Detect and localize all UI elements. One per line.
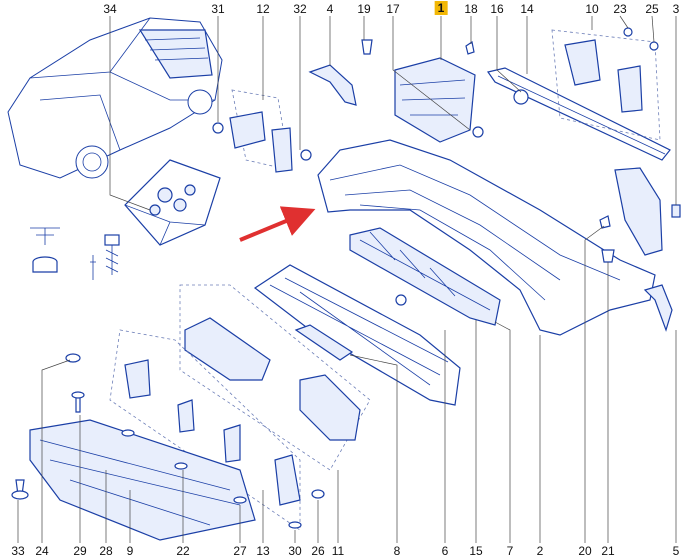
callout-12: 12	[256, 2, 270, 16]
part-11-housings	[179, 284, 371, 471]
part-20-fastener	[599, 215, 611, 229]
callout-26: 26	[311, 544, 325, 558]
rear-bumper-cover	[317, 139, 663, 336]
underbody-panels	[29, 329, 301, 541]
callout-28: 28	[99, 544, 113, 558]
callout-16: 16	[490, 2, 504, 16]
callout-22: 22	[176, 544, 190, 558]
part-15-brackets	[349, 227, 501, 326]
callout-20: 20	[578, 544, 592, 558]
callout-34: 34	[103, 2, 117, 16]
callout-32: 32	[293, 2, 307, 16]
callout-23: 23	[613, 2, 627, 16]
part-4-bracket	[308, 64, 357, 106]
callout-4: 4	[326, 2, 334, 16]
callout-17: 17	[386, 2, 400, 16]
callout-31: 31	[211, 2, 225, 16]
callout-6: 6	[441, 544, 449, 558]
callout-5: 5	[672, 544, 680, 558]
bottom-leader-lines	[17, 225, 677, 543]
callout-24: 24	[35, 544, 49, 558]
callout-33: 33	[11, 544, 25, 558]
callout-7: 7	[506, 544, 514, 558]
callout-19: 19	[357, 2, 371, 16]
callout-21: 21	[601, 544, 615, 558]
part-8-diffuser	[253, 264, 461, 406]
vehicle-outline	[7, 17, 223, 179]
rear-section-highlight	[138, 29, 213, 79]
callout-9: 9	[126, 544, 134, 558]
bracket-group-12	[212, 89, 312, 173]
callout-27: 27	[233, 544, 247, 558]
callout-1-highlighted[interactable]: 1	[434, 1, 448, 15]
callout-30: 30	[288, 544, 302, 558]
callout-11: 11	[331, 544, 345, 558]
callout-29: 29	[73, 544, 87, 558]
callout-8: 8	[393, 544, 401, 558]
callout-2: 2	[536, 544, 544, 558]
fastener-kit-box	[124, 159, 221, 246]
part-5-trim	[643, 284, 673, 332]
callout-25: 25	[645, 2, 659, 16]
callout-10: 10	[585, 2, 599, 16]
callout-13: 13	[256, 544, 270, 558]
part-21-fastener	[601, 249, 615, 263]
callout-15: 15	[469, 544, 483, 558]
part-1-bracket	[361, 39, 484, 143]
part-3-clip	[671, 204, 681, 218]
callout-18: 18	[464, 2, 478, 16]
callout-3: 3	[672, 2, 680, 16]
part-14-strip	[465, 41, 671, 161]
callout-14: 14	[520, 2, 534, 16]
part-10-brackets	[551, 27, 661, 141]
direction-arrow	[239, 206, 316, 242]
top-leader-lines	[109, 15, 677, 211]
nut-bolt-detail	[30, 227, 120, 280]
